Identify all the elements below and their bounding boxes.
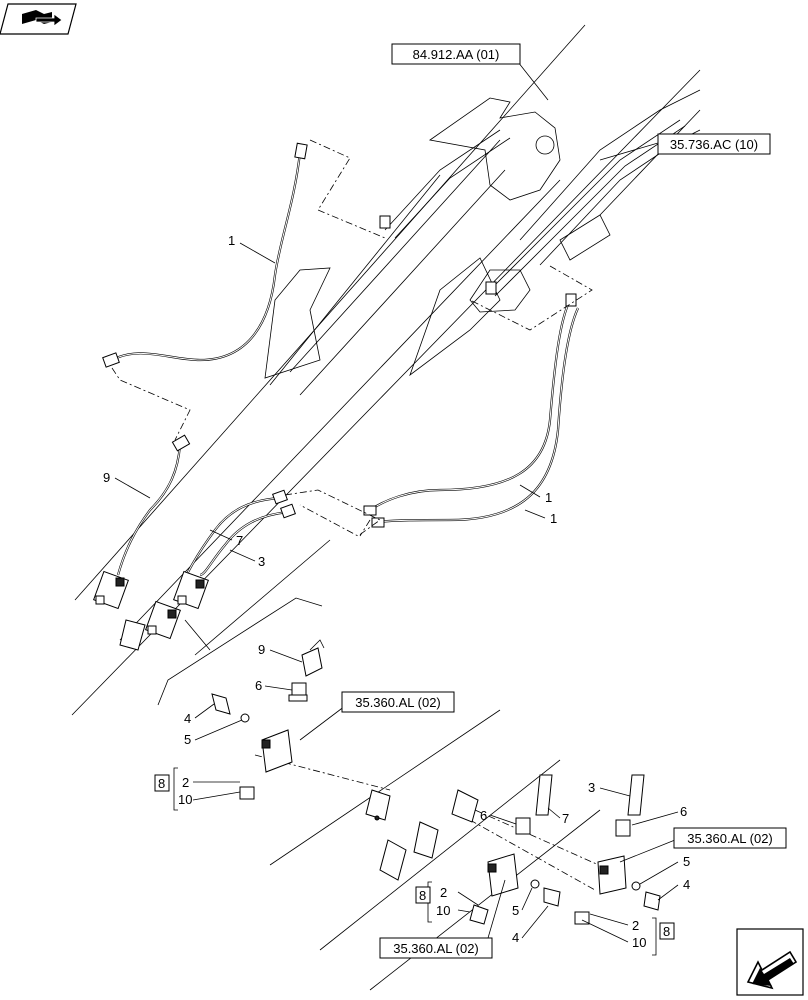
callout-d3-8: 8 bbox=[663, 924, 670, 939]
valve-block-9[interactable] bbox=[93, 570, 129, 610]
boom-outline bbox=[71, 24, 701, 991]
ref-box-35360-b[interactable]: 35.360.AL (02) bbox=[673, 827, 787, 849]
boom-hose-run bbox=[379, 119, 686, 297]
callout-d2-8-box bbox=[415, 886, 431, 904]
ref-label: 35.360.AL (02) bbox=[393, 941, 479, 956]
hoses-1-right[interactable] bbox=[363, 293, 580, 528]
callout-d2-6: 6 bbox=[480, 808, 487, 823]
callout-d3-5: 5 bbox=[683, 854, 690, 869]
callout-d1-2: 2 bbox=[182, 775, 189, 790]
callout-d1-8: 8 bbox=[158, 776, 165, 791]
book-arrow-icon[interactable] bbox=[0, 3, 77, 35]
callout-d1-5: 5 bbox=[184, 732, 191, 747]
callout-leaders bbox=[114, 61, 679, 943]
callout-d1-10: 10 bbox=[178, 792, 192, 807]
callout-d3-6: 6 bbox=[680, 804, 687, 819]
callout-d2-8: 8 bbox=[419, 888, 426, 903]
callout-hose-7: 7 bbox=[236, 533, 243, 548]
ref-label: 35.360.AL (02) bbox=[355, 695, 441, 710]
callout-d3-3: 3 bbox=[588, 780, 595, 795]
ref-label: 84.912.AA (01) bbox=[413, 47, 500, 62]
ref-label: 35.360.AL (02) bbox=[687, 831, 773, 846]
ref-label: 35.736.AC (10) bbox=[670, 137, 758, 152]
detail-3-assembly bbox=[574, 774, 661, 925]
detail-2-assembly bbox=[379, 774, 561, 925]
callout-d1-8-box bbox=[154, 774, 170, 792]
callout-numbers: 1 1 1 9 7 3 9 6 4 5 8 2 10 7 6 8 2 10 5 … bbox=[103, 233, 690, 950]
callout-d2-5: 5 bbox=[512, 903, 519, 918]
callout-d2-7: 7 bbox=[562, 811, 569, 826]
clamp-plate bbox=[119, 619, 146, 651]
detail-frame bbox=[157, 597, 323, 706]
navigation-arrow-icon[interactable] bbox=[736, 928, 804, 996]
callout-d1-6: 6 bbox=[255, 678, 262, 693]
valve-block-3[interactable] bbox=[173, 570, 209, 610]
detail-1-assembly bbox=[211, 639, 391, 821]
valve-block-7[interactable] bbox=[145, 600, 181, 640]
callout-d1-4: 4 bbox=[184, 711, 191, 726]
callout-hose-1-right-a: 1 bbox=[545, 490, 552, 505]
ref-box-84912[interactable]: 84.912.AA (01) bbox=[391, 43, 521, 65]
callout-d3-10: 10 bbox=[632, 935, 646, 950]
callout-hose-9: 9 bbox=[103, 470, 110, 485]
callout-hose-1-top: 1 bbox=[228, 233, 235, 248]
dash-leaders bbox=[111, 139, 611, 891]
callout-d3-8-box bbox=[659, 922, 675, 940]
ref-box-35360-c[interactable]: 35.360.AL (02) bbox=[379, 937, 493, 959]
callout-hose-1-right-b: 1 bbox=[550, 511, 557, 526]
callout-d1-9: 9 bbox=[258, 642, 265, 657]
hose-9[interactable] bbox=[116, 434, 191, 576]
callout-d3-4: 4 bbox=[683, 877, 690, 892]
callout-d2-2: 2 bbox=[440, 885, 447, 900]
ref-box-35360-a[interactable]: 35.360.AL (02) bbox=[341, 691, 455, 713]
callout-d2-4: 4 bbox=[512, 930, 519, 945]
hose-1-top[interactable] bbox=[102, 142, 308, 368]
callout-d3-2: 2 bbox=[632, 918, 639, 933]
callout-hose-3: 3 bbox=[258, 554, 265, 569]
callout-d2-10: 10 bbox=[436, 903, 450, 918]
ref-box-35736[interactable]: 35.736.AC (10) bbox=[657, 133, 771, 155]
